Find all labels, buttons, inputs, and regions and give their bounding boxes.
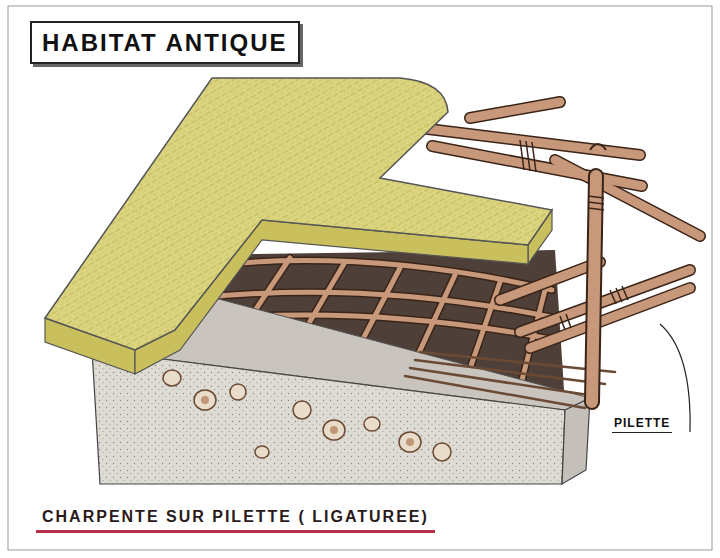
title: HABITAT ANTIQUE <box>30 21 300 64</box>
part-label: PILETTE <box>612 416 672 433</box>
caption: CHARPENTE SUR PILETTE ( LIGATUREE) <box>36 508 435 533</box>
